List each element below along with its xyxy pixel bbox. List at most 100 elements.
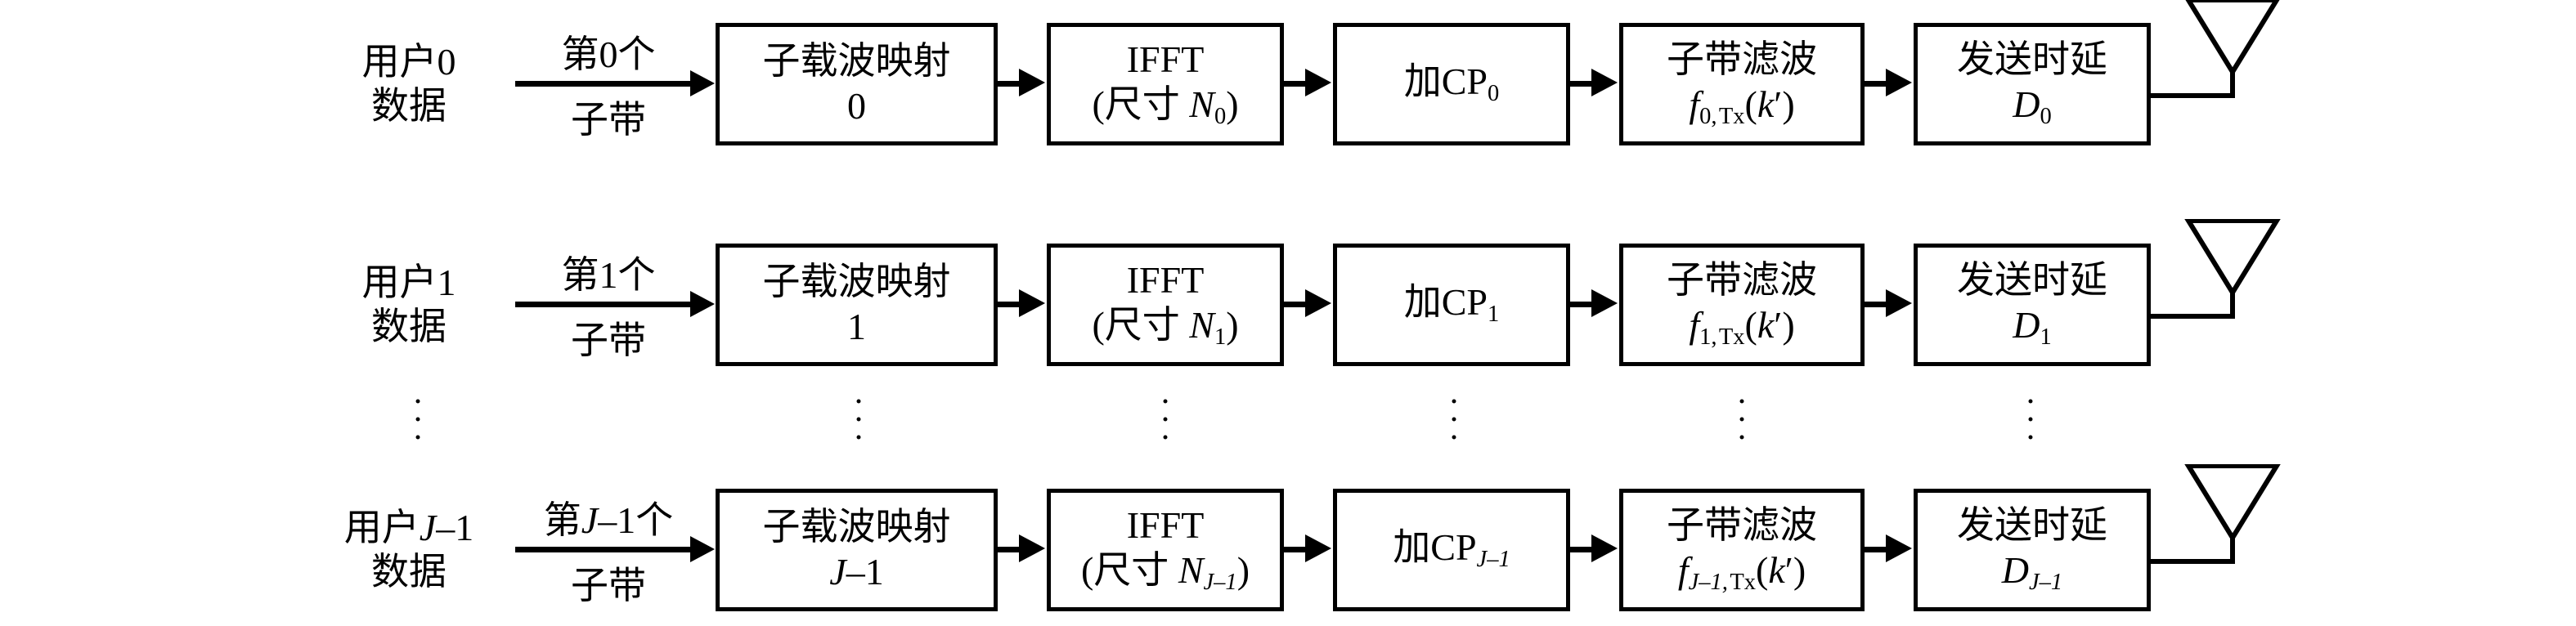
box-line2: D0 bbox=[2013, 83, 2052, 129]
ellipsis-ifft: . . . bbox=[1153, 373, 1178, 447]
arrow-shaft bbox=[515, 302, 692, 307]
arrow-head-icon bbox=[1019, 534, 1045, 562]
input-arrow-user-j-1: 第J–1个 子带 bbox=[515, 474, 716, 626]
box-transmit-delay-user-j-1: 发送时延 DJ–1 bbox=[1914, 489, 2151, 611]
box-subcarrier-mapping-user-1: 子载波映射 1 bbox=[716, 244, 998, 366]
connector-arrow bbox=[1865, 534, 1914, 562]
box-line1: 子载波映射 bbox=[762, 40, 951, 83]
ellipsis-dot: . bbox=[413, 391, 423, 429]
input-arrow-label-below: 子带 bbox=[571, 99, 646, 141]
source-label-line2: 数据 bbox=[371, 85, 447, 127]
arrow-head-icon bbox=[1886, 289, 1912, 317]
source-label-user-1: 用户1 数据 bbox=[303, 229, 515, 381]
ellipsis-subcarrier-mapping: . . . bbox=[846, 375, 871, 447]
box-line2: J–1 bbox=[829, 551, 884, 592]
box-add-cp-user-0: 加CP0 bbox=[1333, 23, 1570, 145]
source-label-line2: 数据 bbox=[371, 306, 447, 347]
box-line1: 发送时延 bbox=[1957, 38, 2107, 81]
arrow-shaft bbox=[998, 81, 1021, 87]
connector-arrow bbox=[1284, 534, 1333, 562]
connector-arrow bbox=[998, 69, 1047, 96]
input-arrow-label-above: 第1个 bbox=[561, 254, 656, 296]
arrow-shaft bbox=[1865, 81, 1887, 87]
input-arrow-label-below: 子带 bbox=[571, 565, 646, 606]
source-label-line1: 用户0 bbox=[361, 40, 456, 83]
box-line2: (尺寸 N0) bbox=[1092, 83, 1239, 129]
ellipsis-dot: . bbox=[854, 391, 864, 429]
box-line1: IFFT bbox=[1126, 504, 1205, 547]
ellipsis-dot: . bbox=[1160, 373, 1170, 411]
ellipsis-dot: . bbox=[1160, 391, 1170, 429]
antenna-icon-user-1 bbox=[2151, 219, 2281, 319]
box-line2: 1 bbox=[847, 306, 866, 347]
box-line2: (尺寸 NJ–1) bbox=[1080, 548, 1250, 595]
box-line1: 子带滤波 bbox=[1667, 259, 1817, 302]
ellipsis-dot: . bbox=[1737, 391, 1747, 429]
arrow-shaft bbox=[1570, 547, 1593, 552]
box-line2: D1 bbox=[2013, 303, 2052, 350]
box-line2: f1, Tx(k′) bbox=[1689, 303, 1795, 350]
box-subband-filter-user-1: 子带滤波 f1, Tx(k′) bbox=[1619, 244, 1865, 366]
connector-arrow bbox=[1284, 289, 1333, 317]
input-arrow-user-1: 第1个 子带 bbox=[515, 229, 716, 381]
ellipsis-dot: . bbox=[1160, 409, 1170, 447]
ellipsis-dot: . bbox=[1737, 373, 1747, 411]
ellipsis-subband-filter: . . . bbox=[1730, 373, 1754, 445]
ellipsis-dot: . bbox=[854, 409, 864, 447]
ellipsis-dot: . bbox=[413, 409, 423, 447]
connector-arrow bbox=[1570, 69, 1619, 96]
box-add-cp-user-1: 加CP1 bbox=[1333, 244, 1570, 366]
source-label-line1: 用户J–1 bbox=[343, 506, 474, 548]
arrow-shaft bbox=[1570, 302, 1593, 307]
ellipsis-dot: . bbox=[2026, 391, 2035, 429]
box-subcarrier-mapping-user-0: 子载波映射 0 bbox=[716, 23, 998, 145]
box-line1: 子载波映射 bbox=[762, 261, 951, 303]
source-label-line1: 用户1 bbox=[361, 261, 456, 303]
arrow-shaft bbox=[998, 302, 1021, 307]
source-label-user-0: 用户0 数据 bbox=[303, 8, 515, 160]
arrow-head-icon bbox=[1591, 69, 1618, 96]
connector-arrow bbox=[1865, 289, 1914, 317]
source-label-user-j-1: 用户J–1 数据 bbox=[303, 474, 515, 626]
box-line2: fJ–1, Tx(k′) bbox=[1677, 548, 1806, 595]
box-line2: (尺寸 N1) bbox=[1092, 303, 1239, 350]
ellipsis-dot: . bbox=[2026, 373, 2035, 411]
arrow-shaft bbox=[515, 547, 692, 552]
box-transmit-delay-user-1: 发送时延 D1 bbox=[1914, 244, 2151, 366]
box-line2: f0, Tx(k′) bbox=[1689, 83, 1795, 129]
arrow-head-icon bbox=[1886, 534, 1912, 562]
box-line1: 发送时延 bbox=[1957, 504, 2107, 547]
arrow-shaft bbox=[1284, 547, 1307, 552]
box-subband-filter-user-j-1: 子带滤波 fJ–1, Tx(k′) bbox=[1619, 489, 1865, 611]
ellipsis-add-cp: . . . bbox=[1442, 373, 1466, 447]
box-line2: 0 bbox=[847, 85, 866, 127]
box-line1: 子带滤波 bbox=[1667, 504, 1817, 547]
input-arrow-user-0: 第0个 子带 bbox=[515, 8, 716, 160]
box-line1: 子带滤波 bbox=[1667, 38, 1817, 81]
ellipsis-source: . . . bbox=[406, 375, 430, 447]
connector-arrow bbox=[1284, 69, 1333, 96]
box-line1: 加CP0 bbox=[1403, 60, 1500, 107]
box-subcarrier-mapping-user-j-1: 子载波映射 J–1 bbox=[716, 489, 998, 611]
arrow-shaft bbox=[1570, 81, 1593, 87]
ellipsis-dot: . bbox=[1449, 373, 1459, 411]
pipeline-row-user-1: 用户1 数据 第1个 子带 子载波映射 1 IFFT (尺寸 N1) 加CP1 bbox=[0, 219, 2576, 381]
arrow-head-icon bbox=[690, 291, 715, 317]
arrow-head-icon bbox=[1019, 289, 1045, 317]
connector-arrow bbox=[1865, 69, 1914, 96]
arrow-head-icon bbox=[1305, 534, 1331, 562]
box-subband-filter-user-0: 子带滤波 f0, Tx(k′) bbox=[1619, 23, 1865, 145]
ellipsis-dot: . bbox=[1449, 409, 1459, 447]
arrow-head-icon bbox=[1305, 69, 1331, 96]
box-line1: 加CPJ–1 bbox=[1393, 526, 1510, 573]
input-arrow-label-above: 第J–1个 bbox=[543, 499, 674, 541]
arrow-head-icon bbox=[1591, 289, 1618, 317]
box-line1: IFFT bbox=[1126, 259, 1205, 302]
box-line1: 发送时延 bbox=[1957, 259, 2107, 302]
arrow-head-icon bbox=[1591, 534, 1618, 562]
connector-arrow bbox=[1570, 534, 1619, 562]
connector-arrow bbox=[998, 534, 1047, 562]
box-ifft-user-j-1: IFFT (尺寸 NJ–1) bbox=[1047, 489, 1284, 611]
box-line1: IFFT bbox=[1126, 38, 1205, 81]
